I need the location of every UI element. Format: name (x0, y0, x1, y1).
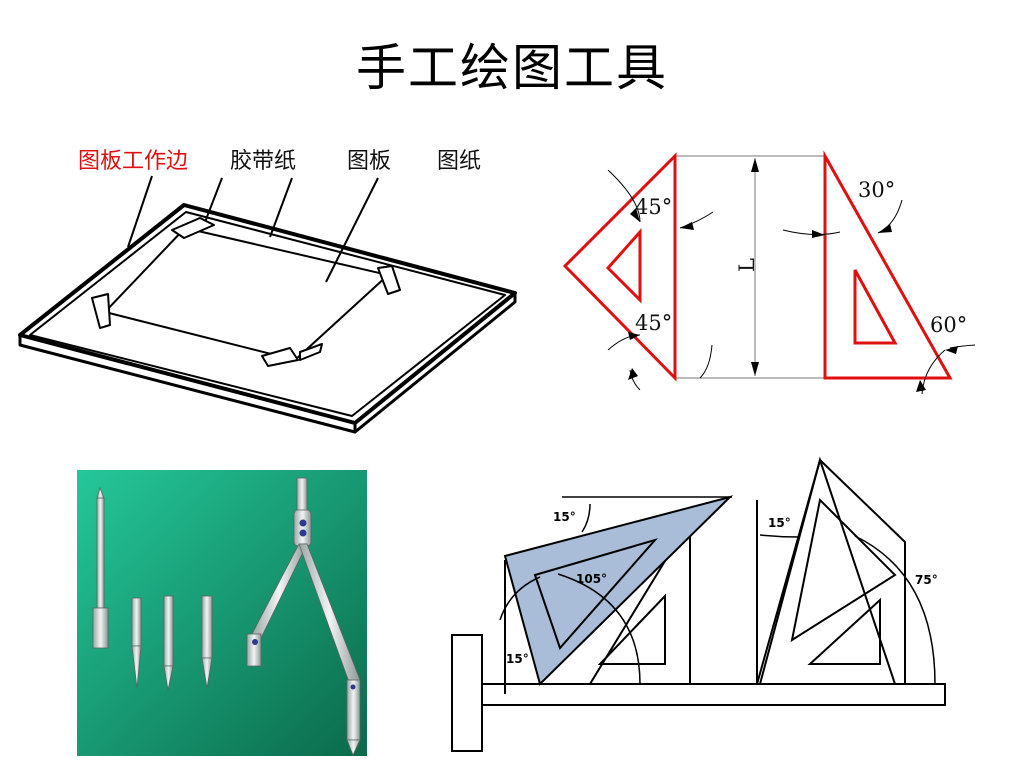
label-board: 图板 (347, 149, 392, 174)
angle-15-left: 15° (506, 652, 529, 666)
compass-set-photo (77, 470, 367, 757)
angle-15-top: 15° (553, 510, 576, 524)
angle-30: 30° (858, 178, 895, 202)
angle-105: 105° (576, 572, 607, 586)
angle-75: 75° (915, 573, 938, 587)
angle-45-top: 45° (635, 195, 672, 219)
angle-60: 60° (930, 313, 967, 337)
label-paper: 图纸 (437, 149, 482, 174)
label-tape: 胶带纸 (230, 149, 297, 174)
angle-45-bottom: 45° (635, 311, 672, 335)
label-working-edge: 图板工作边 (78, 149, 189, 174)
angle-15-right: 15° (768, 516, 791, 530)
length-label: L (735, 258, 759, 272)
page-title: 手工绘图工具 (356, 39, 668, 97)
